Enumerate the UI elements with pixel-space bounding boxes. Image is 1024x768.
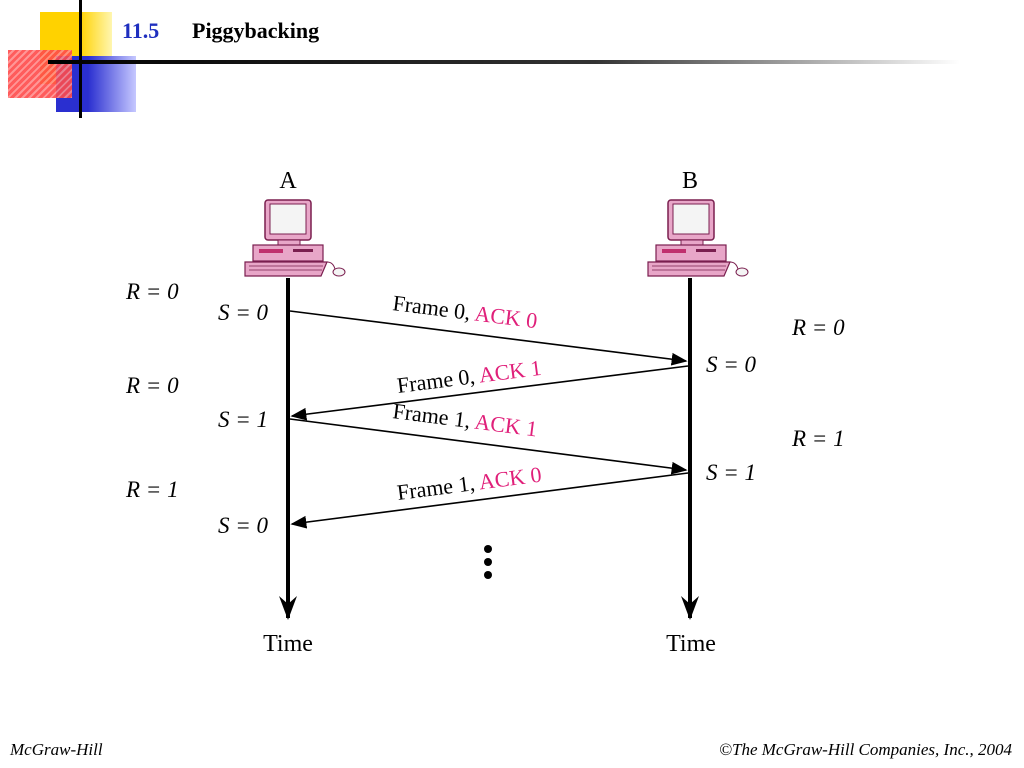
decor-vertical-line bbox=[79, 0, 82, 118]
station-b-label: B bbox=[682, 168, 698, 194]
computer-a-icon bbox=[244, 199, 346, 277]
decor-red-block bbox=[8, 50, 72, 98]
frame-arrow-2 bbox=[290, 365, 689, 421]
a-r-label-3: R = 1 bbox=[125, 477, 179, 502]
frame-label-2: Frame 0, ACK 1 bbox=[395, 355, 542, 398]
time-label-b: Time bbox=[666, 631, 716, 657]
a-s-label-2: S = 1 bbox=[218, 407, 268, 432]
b-r-label-1: R = 0 bbox=[791, 315, 845, 340]
frame-arrow-4 bbox=[290, 472, 689, 529]
frame-arrow-3 bbox=[289, 418, 688, 475]
time-label-a: Time bbox=[263, 631, 313, 657]
section-number: 11.5 bbox=[122, 18, 160, 43]
b-s-label-1: S = 0 bbox=[706, 352, 757, 377]
continuation-ellipsis bbox=[484, 545, 492, 579]
frame-label-4: Frame 1, ACK 0 bbox=[395, 462, 542, 505]
header-rule bbox=[48, 60, 960, 64]
b-s-label-2: S = 1 bbox=[706, 460, 756, 485]
a-s-label-1: S = 0 bbox=[218, 300, 269, 325]
page-title: Piggybacking bbox=[192, 18, 320, 43]
b-r-label-2: R = 1 bbox=[791, 426, 845, 451]
frame-arrow-1 bbox=[289, 310, 688, 366]
timeline-b-arrowhead bbox=[681, 596, 699, 620]
footer-copyright: ©The McGraw-Hill Companies, Inc., 2004 bbox=[719, 740, 1012, 759]
a-r-label-2: R = 0 bbox=[125, 373, 179, 398]
timeline-a-arrowhead bbox=[279, 596, 297, 620]
computer-b-icon bbox=[647, 199, 749, 277]
footer-publisher: McGraw-Hill bbox=[10, 740, 103, 759]
a-s-label-3: S = 0 bbox=[218, 513, 269, 538]
station-a-label: A bbox=[279, 168, 297, 194]
a-r-label-1: R = 0 bbox=[125, 279, 179, 304]
